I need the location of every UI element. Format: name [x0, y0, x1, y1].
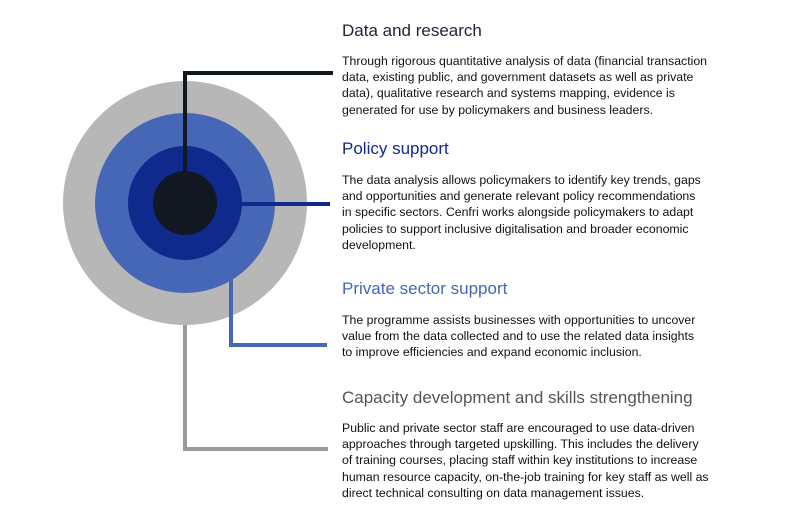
body-line: of training courses, placing staff withi… — [342, 453, 698, 468]
data-core — [153, 171, 217, 235]
body-line: value from the data collected and to use… — [342, 329, 695, 344]
body-line: human resource capacity, on-the-job trai… — [342, 469, 709, 484]
body-line: generated for use by policymakers and bu… — [342, 102, 654, 117]
body-line: The data analysis allows policymakers to… — [342, 173, 701, 187]
body-line: development. — [342, 237, 416, 252]
body-line: direct technical consulting on data mana… — [342, 485, 645, 500]
section-private-sector-support: Private sector support The programme ass… — [342, 279, 792, 361]
body-line: data, existing public, and government da… — [342, 70, 694, 85]
section-capacity-development: Capacity development and skills strength… — [342, 388, 792, 501]
body-line: Through rigorous quantitative analysis o… — [342, 54, 708, 68]
body-line: and opportunities and generate relevant … — [342, 189, 696, 204]
section-body: The programme assists businesses with op… — [342, 312, 792, 361]
section-title: Capacity development and skills strength… — [342, 388, 693, 407]
body-line: data), qualitative research and systems … — [342, 86, 675, 101]
capacity-connector-line — [183, 325, 328, 451]
body-line: The programme assists businesses with op… — [342, 313, 696, 327]
section-body: The data analysis allows policymakers to… — [342, 172, 792, 253]
section-title: Private sector support — [342, 279, 508, 298]
section-title: Policy support — [342, 139, 449, 158]
section-policy-support: Policy support The data analysis allows … — [342, 139, 792, 253]
body-line: policies to support inclusive digitalisa… — [342, 221, 689, 236]
section-data-research: Data and research Through rigorous quant… — [342, 21, 792, 118]
body-line: Public and private sector staff are enco… — [342, 421, 695, 435]
section-title: Data and research — [342, 21, 482, 40]
body-line: in specific sectors. Cenfri works alongs… — [342, 205, 694, 220]
body-line: to improve efficiencies and expand econo… — [342, 345, 642, 360]
private-connector-line — [229, 279, 327, 347]
data-connector-line — [183, 71, 333, 185]
section-body: Through rigorous quantitative analysis o… — [342, 53, 792, 118]
body-line: approaches through targeted upskilling. … — [342, 437, 699, 452]
section-body: Public and private sector staff are enco… — [342, 420, 792, 501]
